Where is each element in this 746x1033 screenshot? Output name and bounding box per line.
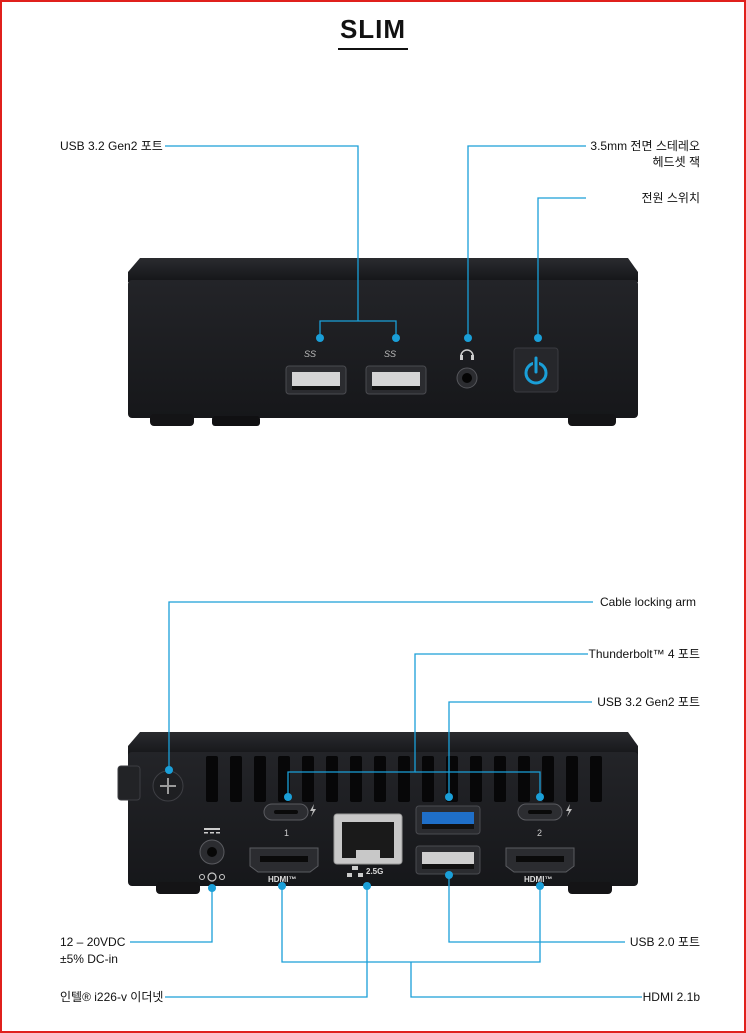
usb-ss-badge-1: SS [304,349,316,359]
rear-device: 1 2 2.5G [117,732,638,894]
callout-dot-lock [165,766,173,774]
thunderbolt-port-2 [517,803,572,821]
callout-dot-hdmi2 [536,882,544,890]
label-usb20: USB 2.0 포트 [629,935,700,949]
headset-jack [456,367,478,389]
usb-ss-badge-2: SS [384,349,396,359]
label-audio-line1: 3.5mm 전면 스테레오 [590,139,700,153]
front-device: SS SS [128,258,638,426]
callout-dot-tb1 [284,793,292,801]
network-icon [347,866,363,877]
thunderbolt-port-1 [263,803,316,821]
rear-foot-right [568,882,612,894]
rear-callouts [130,601,642,998]
thunderbolt-icon-2 [566,804,572,817]
label-front-usb: USB 3.2 Gen2 포트 [60,139,163,153]
label-power-switch: 전원 스위치 [641,191,700,205]
lan-speed-label: 2.5G [366,867,383,876]
front-device-top [128,258,638,282]
title-underline [338,48,408,50]
dc-in-port [199,828,225,865]
rear-foot-left [156,882,200,894]
callout-dot-lan [363,882,371,890]
callout-dot-usb-2 [392,334,400,342]
hdmi-port-2 [505,847,575,873]
label-rear-usb32: USB 3.2 Gen2 포트 [597,695,700,709]
callout-dot-hdmi1 [278,882,286,890]
label-thunderbolt: Thunderbolt™ 4 포트 [588,647,700,661]
front-foot-left [150,414,194,426]
label-dc-line2: ±5% DC-in [60,952,118,966]
callout-dot-usb32 [445,793,453,801]
label-dc-line1: 12 – 20VDC [60,935,126,949]
ethernet-port [333,813,403,865]
front-usb-port-1 [285,365,347,395]
hdmi-logo-1: HDMI™ [268,875,296,884]
callout-dot-audio [464,334,472,342]
page-title: SLIM [339,14,407,44]
callout-dot-power [534,334,542,342]
rear-usb32-port [415,805,481,835]
hdmi-port-1 [249,847,319,873]
rear-device-top [128,732,638,756]
front-callouts [165,145,586,336]
front-device-body [128,280,638,418]
front-foot-right [568,414,616,426]
callout-dot-usb20 [445,871,453,879]
cable-locking-arm [117,765,184,802]
label-ethernet: 인텔® i226-v 이더넷 [60,990,164,1004]
callout-dot-dc [208,884,216,892]
callout-dot-tb2 [536,793,544,801]
callout-dot-usb-1 [316,334,324,342]
front-foot-mid [212,416,260,426]
tb-port-number-2: 2 [537,828,542,838]
label-audio-line2: 헤드셋 잭 [652,155,701,169]
front-usb-port-2 [365,365,427,395]
dc-polarity-icon [199,872,225,882]
power-button [513,347,559,393]
label-hdmi: HDMI 2.1b [642,990,700,1004]
tb-port-number-1: 1 [284,828,289,838]
thunderbolt-icon-1 [310,804,316,817]
label-cable-lock: Cable locking arm [599,595,696,609]
hdmi-logo-2: HDMI™ [524,875,552,884]
headset-icon [460,349,474,360]
rear-usb20-port [415,845,481,875]
